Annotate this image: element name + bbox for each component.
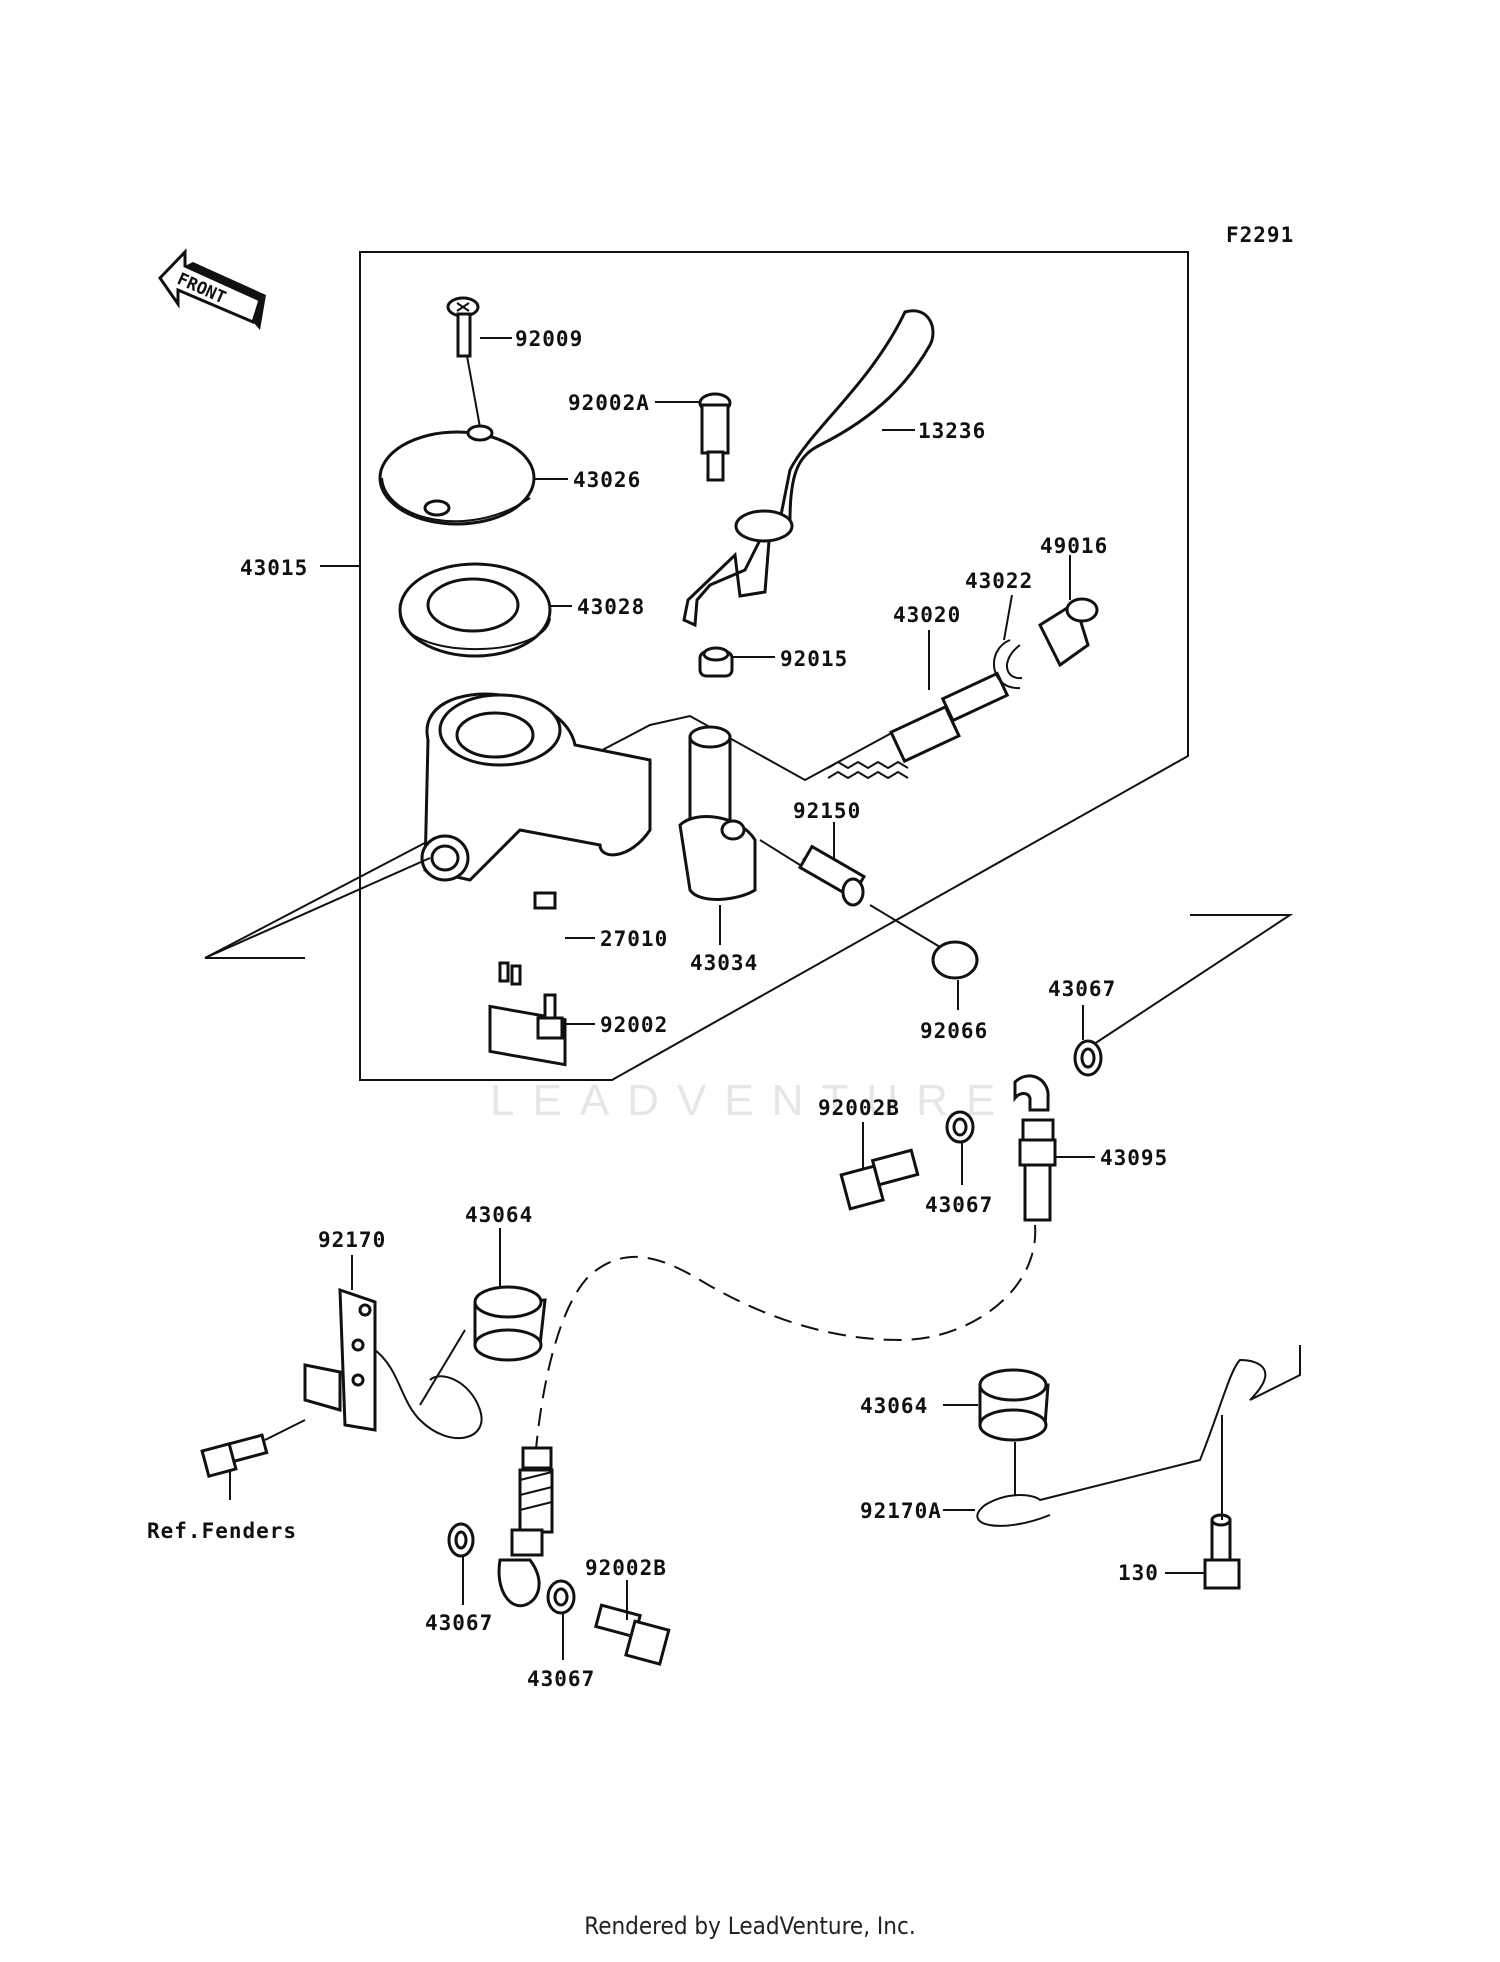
callout-43064-right: 43064 — [860, 1394, 928, 1418]
washer-43067-bottom-left-icon — [447, 1522, 475, 1605]
dust-boot-icon — [1038, 555, 1099, 668]
brake-lever-icon — [682, 309, 935, 628]
hose-bracket-92170-icon — [303, 1255, 483, 1439]
callout-27010: 27010 — [600, 927, 668, 951]
callout-43067-bottom-left: 43067 — [425, 1611, 493, 1635]
callout-92002A: 92002A — [568, 391, 650, 415]
callout-ref-fenders: Ref.Fenders — [147, 1519, 297, 1543]
callout-92170A: 92170A — [860, 1499, 942, 1523]
bolt-92150-icon — [759, 822, 941, 948]
screw-92009-icon — [446, 296, 512, 439]
callout-43067-top: 43067 — [1048, 977, 1116, 1001]
callout-92009: 92009 — [515, 327, 583, 351]
callout-43064-left: 43064 — [465, 1203, 533, 1227]
callout-43067-mid: 43067 — [925, 1193, 993, 1217]
lever-holder-icon — [678, 725, 757, 945]
cap-92066-icon — [931, 940, 979, 1010]
washer-43067-bottom-icon — [546, 1579, 576, 1660]
callout-49016: 49016 — [1040, 534, 1108, 558]
callout-43026: 43026 — [573, 468, 641, 492]
washer-43067-top-icon — [1073, 1005, 1103, 1077]
screw-92002-icon — [536, 993, 595, 1040]
bolt-ref-fenders-icon — [200, 1419, 306, 1500]
watermark-text: LEADVENTURE — [490, 1076, 1013, 1125]
nut-92015-icon — [698, 646, 775, 678]
brake-hose-lower-end-icon — [497, 1446, 554, 1608]
callout-92170: 92170 — [318, 1228, 386, 1252]
reservoir-cap-icon — [378, 424, 568, 526]
hose-bracket-92170A-icon — [943, 1345, 1301, 1527]
assembly-outline — [359, 251, 1189, 1081]
piston-assy-icon — [827, 630, 1010, 780]
master-cylinder-body-icon — [204, 692, 652, 959]
callout-92002B-top: 92002B — [818, 1096, 900, 1120]
callout-92066: 92066 — [920, 1019, 988, 1043]
callout-130: 130 — [1118, 1561, 1159, 1585]
brake-hose-fitting-icon — [1013, 1074, 1095, 1222]
callout-13236: 13236 — [918, 419, 986, 443]
grommet-43064-right-icon — [943, 1368, 1050, 1442]
pivot-bolt-92002A-icon — [655, 392, 732, 482]
footer-credit: Rendered by LeadVenture, Inc. — [584, 1912, 916, 1940]
callout-43095: 43095 — [1100, 1146, 1168, 1170]
callout-92002: 92002 — [600, 1013, 668, 1037]
grommet-43064-left-icon — [473, 1228, 547, 1362]
callout-43034: 43034 — [690, 951, 758, 975]
washer-43067-mid-icon — [945, 1110, 975, 1185]
brake-hose-line — [534, 1224, 1037, 1461]
banjo-bolt-92002B-top-icon — [839, 1122, 920, 1211]
callout-43067-bottom: 43067 — [527, 1667, 595, 1691]
figure-code: F2291 — [1226, 223, 1294, 247]
diaphragm-plate-icon — [398, 562, 572, 658]
callout-92002B-bottom: 92002B — [585, 1556, 667, 1580]
front-arrow-icon: FRONT — [158, 248, 266, 330]
callout-92015: 92015 — [780, 647, 848, 671]
bolt-130-icon — [1165, 1415, 1241, 1590]
circlip-icon — [993, 594, 1023, 690]
callout-43028: 43028 — [577, 595, 645, 619]
callout-43020: 43020 — [893, 603, 961, 627]
callout-43022: 43022 — [965, 569, 1033, 593]
callout-43015: 43015 — [240, 556, 308, 580]
banjo-bolt-92002B-bottom-icon — [593, 1580, 671, 1666]
callout-92150: 92150 — [793, 799, 861, 823]
